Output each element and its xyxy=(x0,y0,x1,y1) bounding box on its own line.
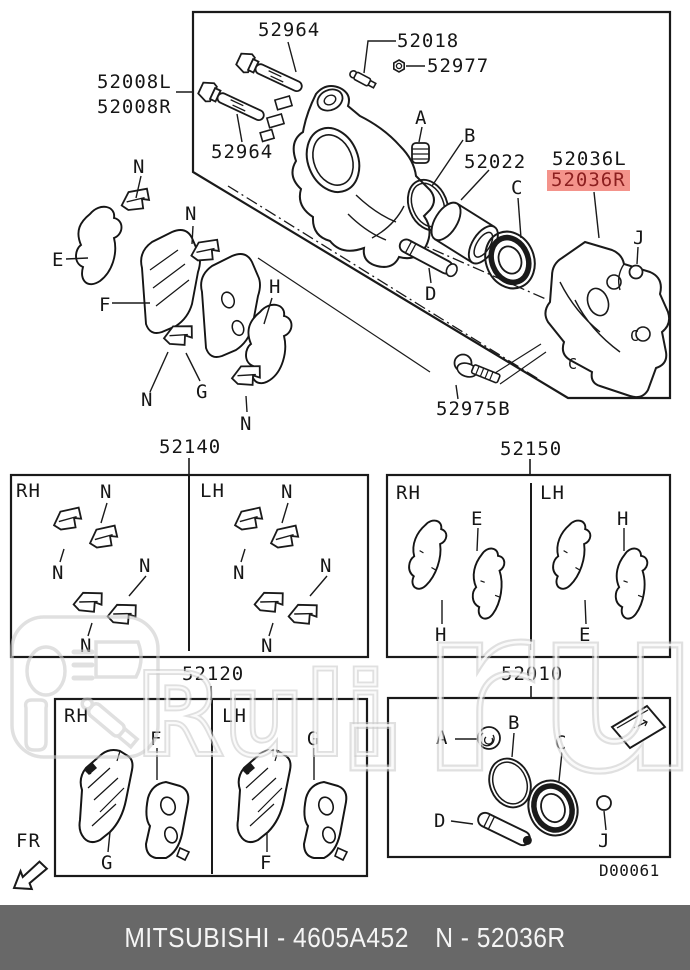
callout-h: H xyxy=(269,276,282,298)
side-label-52150-rh: RH xyxy=(396,482,421,504)
callout-c: C xyxy=(511,177,524,199)
part-label-52008L[interactable]: 52008L xyxy=(97,71,172,93)
callout-d: D xyxy=(425,283,438,305)
callout-e: E xyxy=(52,249,65,271)
kit-number-52120[interactable]: 52120 xyxy=(182,663,245,685)
drawing-code: D00061 xyxy=(599,861,660,880)
callout-n-52140-lh3: N xyxy=(320,555,333,577)
front-direction-arrow xyxy=(12,860,49,891)
pad-e-drawing xyxy=(75,205,123,286)
leader-lines-top xyxy=(65,40,639,413)
callout-j: J xyxy=(633,227,646,249)
pad-g-drawing xyxy=(200,253,261,358)
callout-g: G xyxy=(196,381,209,403)
pin-d-drawing xyxy=(398,238,458,278)
part-label-52036L[interactable]: 52036L xyxy=(552,148,627,170)
part-label-52008R[interactable]: 52008R xyxy=(97,96,172,118)
footer-bar: MITSUBISHI - 4605A452 N - 52036R xyxy=(0,905,690,970)
callout-h-52150-lh: H xyxy=(617,508,630,530)
bleeder-cap-drawing xyxy=(393,59,405,73)
callout-b-52010: B xyxy=(508,712,521,734)
callout-n-3: N xyxy=(141,389,154,411)
shim-kit-drawing xyxy=(406,518,654,625)
part-label-52964-upper[interactable]: 52964 xyxy=(258,19,321,41)
exploded-view-panel xyxy=(191,10,672,400)
callout-n-52140-lh2: N xyxy=(233,562,246,584)
callout-e-52150-lh: E xyxy=(579,624,592,646)
callout-n-52140-rh3: N xyxy=(139,555,152,577)
cap-a-drawing xyxy=(411,142,430,164)
callout-n-52140-rh2: N xyxy=(52,562,65,584)
callout-d-52010: D xyxy=(434,810,447,832)
part-label-52977[interactable]: 52977 xyxy=(427,55,490,77)
part-label-52975B[interactable]: 52975B xyxy=(436,398,511,420)
kit-number-52010[interactable]: 52010 xyxy=(501,663,564,685)
part-label-52022[interactable]: 52022 xyxy=(464,151,527,173)
cap-j-drawing xyxy=(628,264,644,280)
side-label-52140-rh: RH xyxy=(16,480,41,502)
callout-j-52010: J xyxy=(598,830,611,852)
boot-c-drawing xyxy=(484,230,536,290)
callout-h-52150-rh: H xyxy=(435,624,448,646)
callout-g-52120-lh: G xyxy=(307,728,320,750)
guide-pin-upper-drawing xyxy=(233,49,307,99)
callout-f: F xyxy=(99,294,112,316)
callout-n-52140-lh1: N xyxy=(281,481,294,503)
piston-drawing xyxy=(430,201,499,265)
caliper-body-drawing xyxy=(259,85,435,268)
side-label-52120-lh: LH xyxy=(222,705,247,727)
pad-h-drawing xyxy=(245,303,293,385)
seal-kit-drawing xyxy=(450,704,667,847)
callout-e-52150-rh: E xyxy=(471,508,484,530)
front-direction-label: FR xyxy=(16,830,41,852)
callout-c-52010: C xyxy=(555,732,568,754)
guide-pin-lower-drawing xyxy=(195,78,269,128)
bracket-drawing xyxy=(544,240,671,399)
kit-boxes xyxy=(9,458,672,878)
footer-ref-number: N - 52036R xyxy=(435,921,566,953)
footer-brand-part: MITSUBISHI - 4605A452 xyxy=(124,921,409,953)
part-label-52964-lower[interactable]: 52964 xyxy=(211,141,274,163)
side-label-52150-lh: LH xyxy=(540,482,565,504)
callout-g-52120-rh: G xyxy=(101,852,114,874)
callout-f-52120-rh: F xyxy=(150,728,163,750)
pad-kit-drawing xyxy=(78,748,348,861)
bracket-c-marker-1: C xyxy=(568,355,579,373)
callout-n-2: N xyxy=(185,203,198,225)
callout-f-52120-lh: F xyxy=(260,852,273,874)
callout-b: B xyxy=(464,125,477,147)
callout-n-1: N xyxy=(133,156,146,178)
pad-f-drawing xyxy=(140,229,201,334)
callout-a-52010: A xyxy=(436,727,449,749)
side-label-52140-lh: LH xyxy=(200,480,225,502)
part-label-52018[interactable]: 52018 xyxy=(397,30,460,52)
diagram-artwork xyxy=(9,10,672,891)
kit-number-52150[interactable]: 52150 xyxy=(500,438,563,460)
bracket-bolt-drawing xyxy=(453,343,547,385)
side-label-52120-rh: RH xyxy=(64,705,89,727)
bracket-c-marker-2: C xyxy=(630,327,641,345)
callout-n-52140-lh4: N xyxy=(261,635,274,657)
callout-n-52140-rh1: N xyxy=(100,481,113,503)
kit-number-52140[interactable]: 52140 xyxy=(159,436,222,458)
callout-a: A xyxy=(415,107,428,129)
bleeder-screw-drawing xyxy=(349,70,377,89)
callout-n-4: N xyxy=(240,413,253,435)
part-label-52036R-highlighted[interactable]: 52036R xyxy=(547,170,630,191)
callout-n-52140-rh4: N xyxy=(80,635,93,657)
